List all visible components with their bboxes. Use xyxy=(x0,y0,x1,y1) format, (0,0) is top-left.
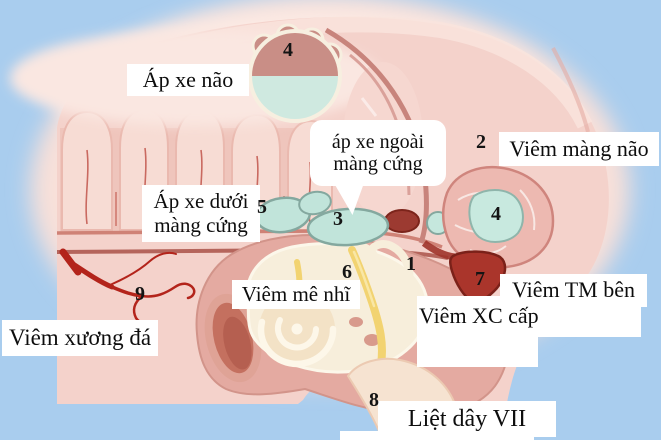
sinus-cross-section xyxy=(384,209,420,233)
ear-canal xyxy=(204,293,262,383)
label-lateral-sinus-thrombophlebitis: Viêm TM bên xyxy=(500,274,647,307)
cochlea-icon xyxy=(257,291,337,368)
abscess-pockets xyxy=(254,190,390,247)
marker-3-epidural: 3 xyxy=(333,208,343,230)
label-labyrinthitis: Viêm mê nhĩ xyxy=(232,280,360,309)
marker-9-petrositis: 9 xyxy=(135,283,145,305)
marker-4-brain-abscess: 4 xyxy=(283,39,293,61)
whiteout-patch xyxy=(417,336,538,367)
marker-8-facial-palsy: 8 xyxy=(369,389,379,411)
marker-4-cerebellar: 4 xyxy=(491,203,501,225)
label-brain-abscess: Áp xe não xyxy=(127,64,249,96)
marker-1: 1 xyxy=(406,253,416,275)
label-epidural-abscess: áp xe ngoài màng cứng xyxy=(310,120,446,186)
cerebellum xyxy=(442,165,555,269)
marker-5-subdural: 5 xyxy=(257,196,267,218)
label-subdural-abscess: Áp xe dưới màng cứng xyxy=(142,185,260,242)
cerebellar-abscess-pocket xyxy=(468,189,524,243)
petrositis-vessels xyxy=(59,248,196,326)
marker-7-sinus-thrombosis: 7 xyxy=(475,268,485,290)
marker-6-labyrinthitis: 6 xyxy=(342,261,352,283)
label-acute-mastoiditis: Viêm XC cấp xyxy=(419,302,539,328)
brain-abscess-icon xyxy=(248,23,343,123)
label-petrositis: Viêm xương đá xyxy=(2,320,158,356)
label-meningitis: Viêm màng não xyxy=(499,132,659,166)
marker-2-meningitis: 2 xyxy=(476,131,486,153)
label-facial-nerve-palsy: Liệt dây VII xyxy=(378,401,556,437)
